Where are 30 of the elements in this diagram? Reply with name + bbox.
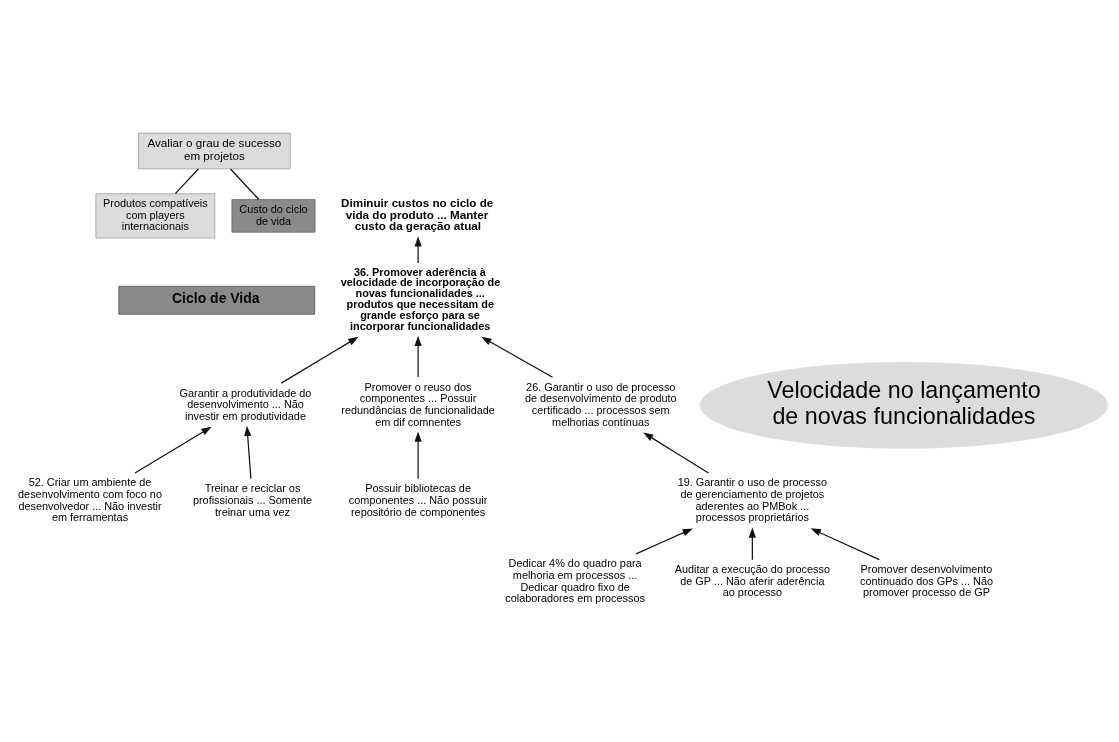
arrow (414, 235, 422, 264)
connector (174, 167, 199, 194)
node-text: 26. Garantir o uso de processo de desenvolvimento de produto certificado ... processos sem melhorias contínuas (524, 380, 677, 428)
arrow (748, 526, 756, 560)
node-box: Custo do ciclo de vida (231, 198, 316, 233)
arrow (414, 335, 422, 378)
node-text: 36. Promover aderência à velocidade de incorporação de novas funcionalidades ... produtos que necessitam de grande esforço para se incorporar funcionalidades (340, 265, 501, 332)
node-text: Garantir a produtividade do desenvolvimento ... Não investir em produtividade (179, 386, 312, 422)
node-ellipse: Velocidade no lançamento de novas funcionalidades (699, 361, 1109, 449)
arrow (635, 527, 693, 554)
node-text: Diminuir custos no ciclo de vida do produto ... Manter custo da geração atual (341, 195, 494, 232)
arrow (244, 425, 252, 479)
node-text: 19. Garantir o uso de processo de gerenciamento de projetos aderentes ao PMBok ... processos proprietários (677, 475, 828, 523)
arrow (134, 426, 212, 474)
node-text: Dedicar 4% do quadro para melhoria em processos ... Dedicar quadro fixo de colaboradores em processos (505, 556, 645, 604)
arrow (643, 431, 710, 474)
node-text: 52. Criar um ambiente de desenvolvimento com foco no desenvolvedor ... Não investir em ferramentas (18, 475, 162, 523)
node-box: Produtos compatíveis com players internacionais (95, 192, 216, 238)
node-text: Promover desenvolvimento continuado dos GPs ... Não promover processo de GP (859, 562, 993, 598)
node-text: Promover o reuso dos componentes ... Possuir redundâncias de funcionalidade em dif comnentes (341, 380, 495, 428)
arrow (481, 336, 554, 378)
node-text: Possuir bibliotecas de componentes ... Não possuir repositório de componentes (348, 481, 488, 518)
arrow (280, 336, 359, 384)
arrow (414, 430, 422, 479)
node-box: Avaliar o grau de sucesso em projetos (138, 132, 291, 169)
node-text: Treinar e reciclar os profissionais ... Somente treinar uma vez (192, 481, 313, 518)
connector (229, 167, 260, 200)
arrow (810, 527, 880, 560)
node-box: Ciclo de Vida (118, 285, 316, 315)
node-text: Auditar a execução do processo de GP ... Não aferir aderência ao processo (674, 562, 831, 598)
